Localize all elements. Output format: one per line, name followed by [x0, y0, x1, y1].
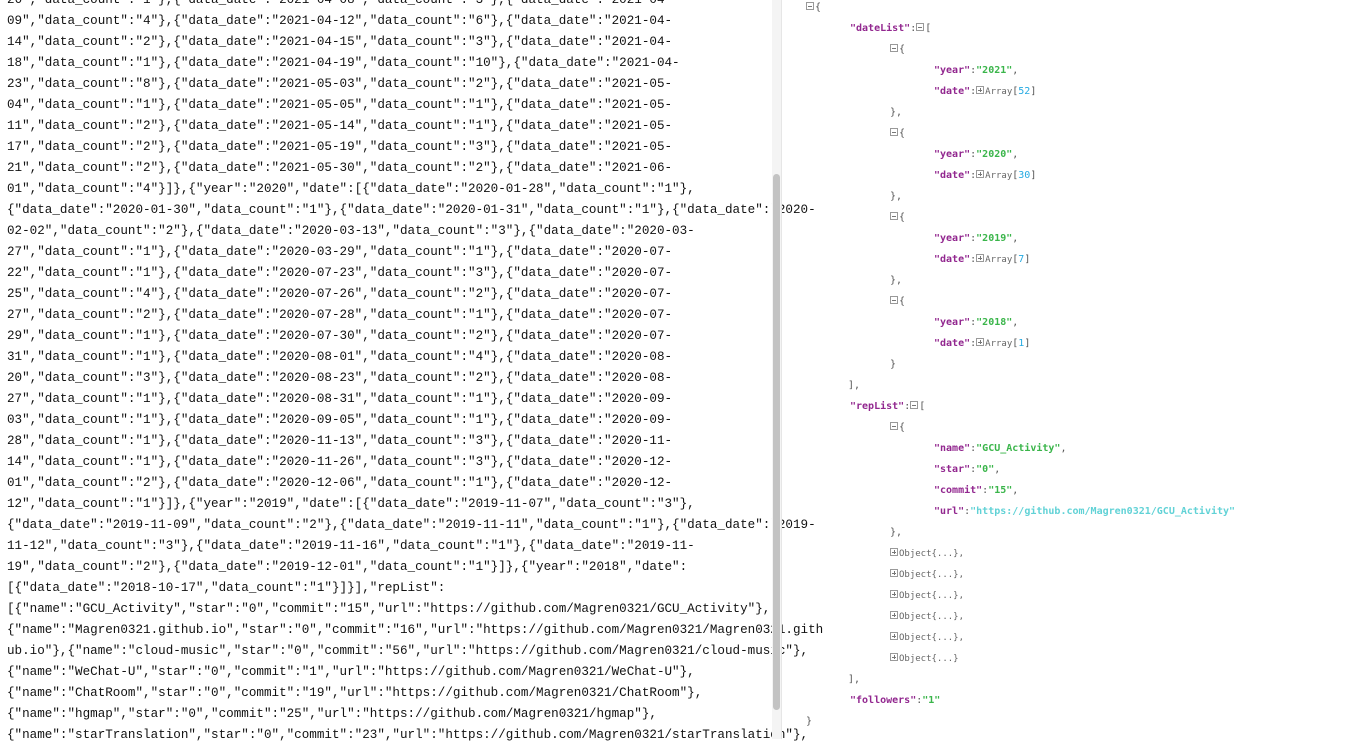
expand-toggle-icon[interactable] — [976, 170, 985, 178]
expand-toggle-icon[interactable] — [890, 653, 898, 661]
raw-text-line: {"name":"WeChat-U","star":"0","commit":"… — [7, 665, 695, 679]
raw-text-line: 27","data_count":"1"},{"data_date":"2020… — [7, 245, 673, 259]
year-row: "year":"2021", — [934, 65, 1019, 76]
scrollbar[interactable] — [772, 0, 781, 739]
raw-text-line: {"name":"starTranslation","star":"0","co… — [7, 728, 809, 742]
datelist-entry-open: { — [890, 126, 905, 142]
raw-text-line: {"name":"hgmap","star":"0","commit":"25"… — [7, 707, 657, 721]
raw-text-line: 11","data_count":"2"},{"data_date":"2021… — [7, 119, 673, 133]
commit-row: "commit":"15", — [934, 485, 1019, 496]
replist-row: "repList":[ — [850, 401, 926, 412]
replist-close: ], — [848, 674, 861, 685]
raw-text-line: 18","data_count":"1"},{"data_date":"2021… — [7, 56, 680, 70]
collapse-toggle-icon[interactable] — [910, 401, 919, 409]
raw-text-line: 01","data_count":"4"}]},{"year":"2020","… — [7, 182, 695, 196]
raw-text-line: 21","data_count":"2"},{"data_date":"2021… — [7, 161, 673, 175]
expand-toggle-icon[interactable] — [890, 569, 898, 577]
raw-text-line: 27","data_count":"2"},{"data_date":"2020… — [7, 308, 673, 322]
collapse-toggle-icon[interactable] — [890, 422, 898, 430]
datelist-entry-close: } — [890, 359, 897, 370]
raw-text-line: 22","data_count":"1"},{"data_date":"2020… — [7, 266, 673, 280]
datelist-entry-open: { — [890, 210, 905, 226]
collapse-toggle-icon[interactable] — [890, 44, 898, 52]
replist-entry-open: { — [890, 420, 905, 436]
raw-text-line: 29","data_count":"1"},{"data_date":"2020… — [7, 329, 673, 343]
raw-text-line: 27","data_count":"1"},{"data_date":"2020… — [7, 392, 673, 406]
star-row: "star":"0", — [934, 464, 1001, 475]
url-row: "url":"https://github.com/Magren0321/GCU… — [934, 506, 1236, 517]
raw-text-line: 26","data_count":"1"},{"data_date":"2021… — [7, 0, 673, 7]
expand-toggle-icon[interactable] — [976, 338, 985, 346]
tree-root-close: } — [806, 716, 813, 727]
year-row: "year":"2018", — [934, 317, 1019, 328]
collapsed-object[interactable]: Object{...}, — [890, 609, 964, 625]
expand-toggle-icon[interactable] — [976, 254, 985, 262]
expand-toggle-icon[interactable] — [890, 590, 898, 598]
date-row: "date":Array[30] — [934, 170, 1037, 181]
year-row: "year":"2019", — [934, 233, 1019, 244]
scrollbar-thumb[interactable] — [773, 174, 780, 710]
collapsed-object[interactable]: Object{...}, — [890, 630, 964, 646]
raw-text-line: 20","data_count":"3"},{"data_date":"2020… — [7, 371, 673, 385]
collapsed-object[interactable]: Object{...} — [890, 651, 959, 667]
raw-text-line: 14","data_count":"1"},{"data_date":"2020… — [7, 455, 673, 469]
raw-text-line: {"name":"Magren0321.github.io","star":"0… — [7, 623, 824, 637]
collapsed-object[interactable]: Object{...}, — [890, 588, 964, 604]
raw-text-line: 03","data_count":"1"},{"data_date":"2020… — [7, 413, 673, 427]
raw-text-line: 01","data_count":"2"},{"data_date":"2020… — [7, 476, 673, 490]
followers-row: "followers":"1" — [850, 695, 941, 706]
raw-text-line: 04","data_count":"1"},{"data_date":"2021… — [7, 98, 673, 112]
raw-text-line: 19","data_count":"2"},{"data_date":"2019… — [7, 560, 688, 574]
raw-text-line: 31","data_count":"1"},{"data_date":"2020… — [7, 350, 673, 364]
datelist-entry-close: }, — [890, 107, 903, 118]
expand-toggle-icon[interactable] — [890, 632, 898, 640]
raw-text-line: {"data_date":"2019-11-09","data_count":"… — [7, 518, 816, 532]
year-row: "year":"2020", — [934, 149, 1019, 160]
raw-text-line: 11-12","data_count":"3"},{"data_date":"2… — [7, 539, 695, 553]
replist-entry-close: }, — [890, 527, 903, 538]
collapsed-object[interactable]: Object{...}, — [890, 546, 964, 562]
tree-root-open: { — [806, 0, 821, 16]
datelist-entry-open: { — [890, 294, 905, 310]
collapse-toggle-icon[interactable] — [890, 128, 898, 136]
collapse-toggle-icon[interactable] — [890, 296, 898, 304]
expand-toggle-icon[interactable] — [890, 611, 898, 619]
datelist-entry-close: }, — [890, 191, 903, 202]
json-tree-panel: { "dateList":[ { "year":"2021", "date":A… — [782, 0, 1347, 739]
datelist-row: "dateList":[ — [850, 23, 932, 34]
raw-text-line: 02-02","data_count":"2"},{"data_date":"2… — [7, 224, 695, 238]
expand-toggle-icon[interactable] — [976, 86, 985, 94]
raw-json-text: 26","data_count":"1"},{"data_date":"2021… — [7, 0, 824, 746]
datelist-close: ], — [848, 380, 861, 391]
raw-text-line: [{"name":"GCU_Activity","star":"0","comm… — [7, 602, 771, 616]
expand-toggle-icon[interactable] — [890, 548, 898, 556]
date-row: "date":Array[1] — [934, 338, 1031, 349]
raw-text-line: [{"data_date":"2018-10-17","data_count":… — [7, 581, 446, 595]
raw-text-line: {"data_date":"2020-01-30","data_count":"… — [7, 203, 816, 217]
raw-text-line: 12","data_count":"1"}]},{"year":"2019","… — [7, 497, 695, 511]
raw-text-line: 23","data_count":"8"},{"data_date":"2021… — [7, 77, 673, 91]
collapsed-object[interactable]: Object{...}, — [890, 567, 964, 583]
datelist-key: "dateList" — [850, 23, 911, 34]
replist-key: "repList" — [850, 401, 905, 412]
collapse-toggle-icon[interactable] — [806, 2, 814, 10]
date-row: "date":Array[7] — [934, 254, 1031, 265]
raw-text-line: {"name":"ChatRoom","star":"0","commit":"… — [7, 686, 703, 700]
panel-divider — [781, 0, 782, 739]
collapse-toggle-icon[interactable] — [916, 23, 925, 31]
datelist-entry-close: }, — [890, 275, 903, 286]
raw-json-panel: 26","data_count":"1"},{"data_date":"2021… — [7, 0, 824, 742]
date-row: "date":Array[52] — [934, 86, 1037, 97]
raw-text-line: 25","data_count":"4"},{"data_date":"2020… — [7, 287, 673, 301]
raw-text-line: 09","data_count":"4"},{"data_date":"2021… — [7, 14, 673, 28]
raw-text-line: ub.io"},{"name":"cloud-music","star":"0"… — [7, 644, 809, 658]
repo-url-link[interactable]: "https://github.com/Magren0321/GCU_Activ… — [970, 506, 1236, 517]
raw-text-line: 28","data_count":"1"},{"data_date":"2020… — [7, 434, 673, 448]
collapse-toggle-icon[interactable] — [890, 212, 898, 220]
raw-text-line: 17","data_count":"2"},{"data_date":"2021… — [7, 140, 673, 154]
datelist-entry-open: { — [890, 42, 905, 58]
raw-text-line: 14","data_count":"2"},{"data_date":"2021… — [7, 35, 673, 49]
name-row: "name":"GCU_Activity", — [934, 443, 1067, 454]
